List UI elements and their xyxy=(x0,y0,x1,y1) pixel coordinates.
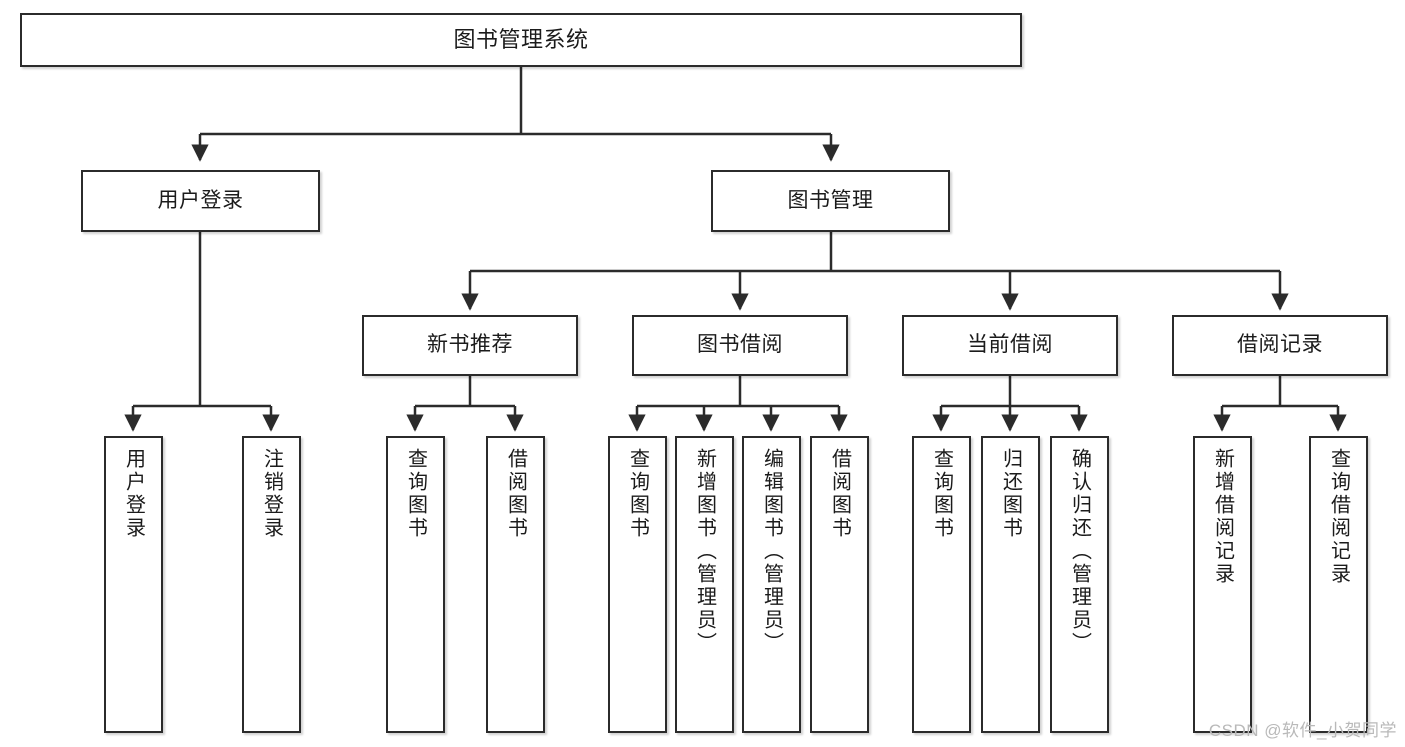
node-leaf-edit-book[interactable]: 编辑图书（管理员） xyxy=(742,436,801,733)
node-label: 确认归还（管理员） xyxy=(1068,448,1091,655)
node-label: 归还图书 xyxy=(999,448,1022,540)
node-label: 注销登录 xyxy=(260,448,283,540)
watermark-text: CSDN @软件_小贺同学 xyxy=(1208,721,1397,740)
node-leaf-user-logout[interactable]: 注销登录 xyxy=(242,436,301,733)
node-label: 用户登录 xyxy=(122,448,145,540)
node-leaf-borrow-book-1[interactable]: 借阅图书 xyxy=(486,436,545,733)
node-label: 图书借阅 xyxy=(697,333,783,357)
node-label: 新书推荐 xyxy=(427,333,513,357)
node-leaf-add-record[interactable]: 新增借阅记录 xyxy=(1193,436,1252,733)
node-label: 查询图书 xyxy=(930,448,953,540)
node-label: 用户登录 xyxy=(157,188,244,212)
node-leaf-user-login[interactable]: 用户登录 xyxy=(104,436,163,733)
node-label: 图书管理 xyxy=(787,188,874,212)
node-book-management-system[interactable]: 图书管理系统 xyxy=(20,13,1022,67)
node-label: 借阅图书 xyxy=(828,448,851,540)
node-leaf-borrow-book-2[interactable]: 借阅图书 xyxy=(810,436,869,733)
node-leaf-query-book-2[interactable]: 查询图书 xyxy=(608,436,667,733)
node-label: 新增借阅记录 xyxy=(1211,448,1234,586)
node-leaf-query-book-1[interactable]: 查询图书 xyxy=(386,436,445,733)
node-leaf-query-book-3[interactable]: 查询图书 xyxy=(912,436,971,733)
node-borrow-record[interactable]: 借阅记录 xyxy=(1172,315,1388,376)
node-book-management[interactable]: 图书管理 xyxy=(711,170,950,232)
node-label: 编辑图书（管理员） xyxy=(760,448,783,655)
node-leaf-add-book[interactable]: 新增图书（管理员） xyxy=(675,436,734,733)
node-current-borrow[interactable]: 当前借阅 xyxy=(902,315,1118,376)
node-new-book-recommend[interactable]: 新书推荐 xyxy=(362,315,578,376)
node-label: 查询借阅记录 xyxy=(1327,448,1350,586)
node-leaf-confirm-return[interactable]: 确认归还（管理员） xyxy=(1050,436,1109,733)
node-leaf-query-record[interactable]: 查询借阅记录 xyxy=(1309,436,1368,733)
node-label: 查询图书 xyxy=(626,448,649,540)
node-label: 借阅记录 xyxy=(1237,333,1323,357)
node-label: 查询图书 xyxy=(404,448,427,540)
node-label: 图书管理系统 xyxy=(453,27,589,53)
node-leaf-return-book[interactable]: 归还图书 xyxy=(981,436,1040,733)
node-label: 借阅图书 xyxy=(504,448,527,540)
node-label: 新增图书（管理员） xyxy=(693,448,716,655)
node-user-login[interactable]: 用户登录 xyxy=(81,170,320,232)
node-label: 当前借阅 xyxy=(967,333,1053,357)
node-book-borrow[interactable]: 图书借阅 xyxy=(632,315,848,376)
